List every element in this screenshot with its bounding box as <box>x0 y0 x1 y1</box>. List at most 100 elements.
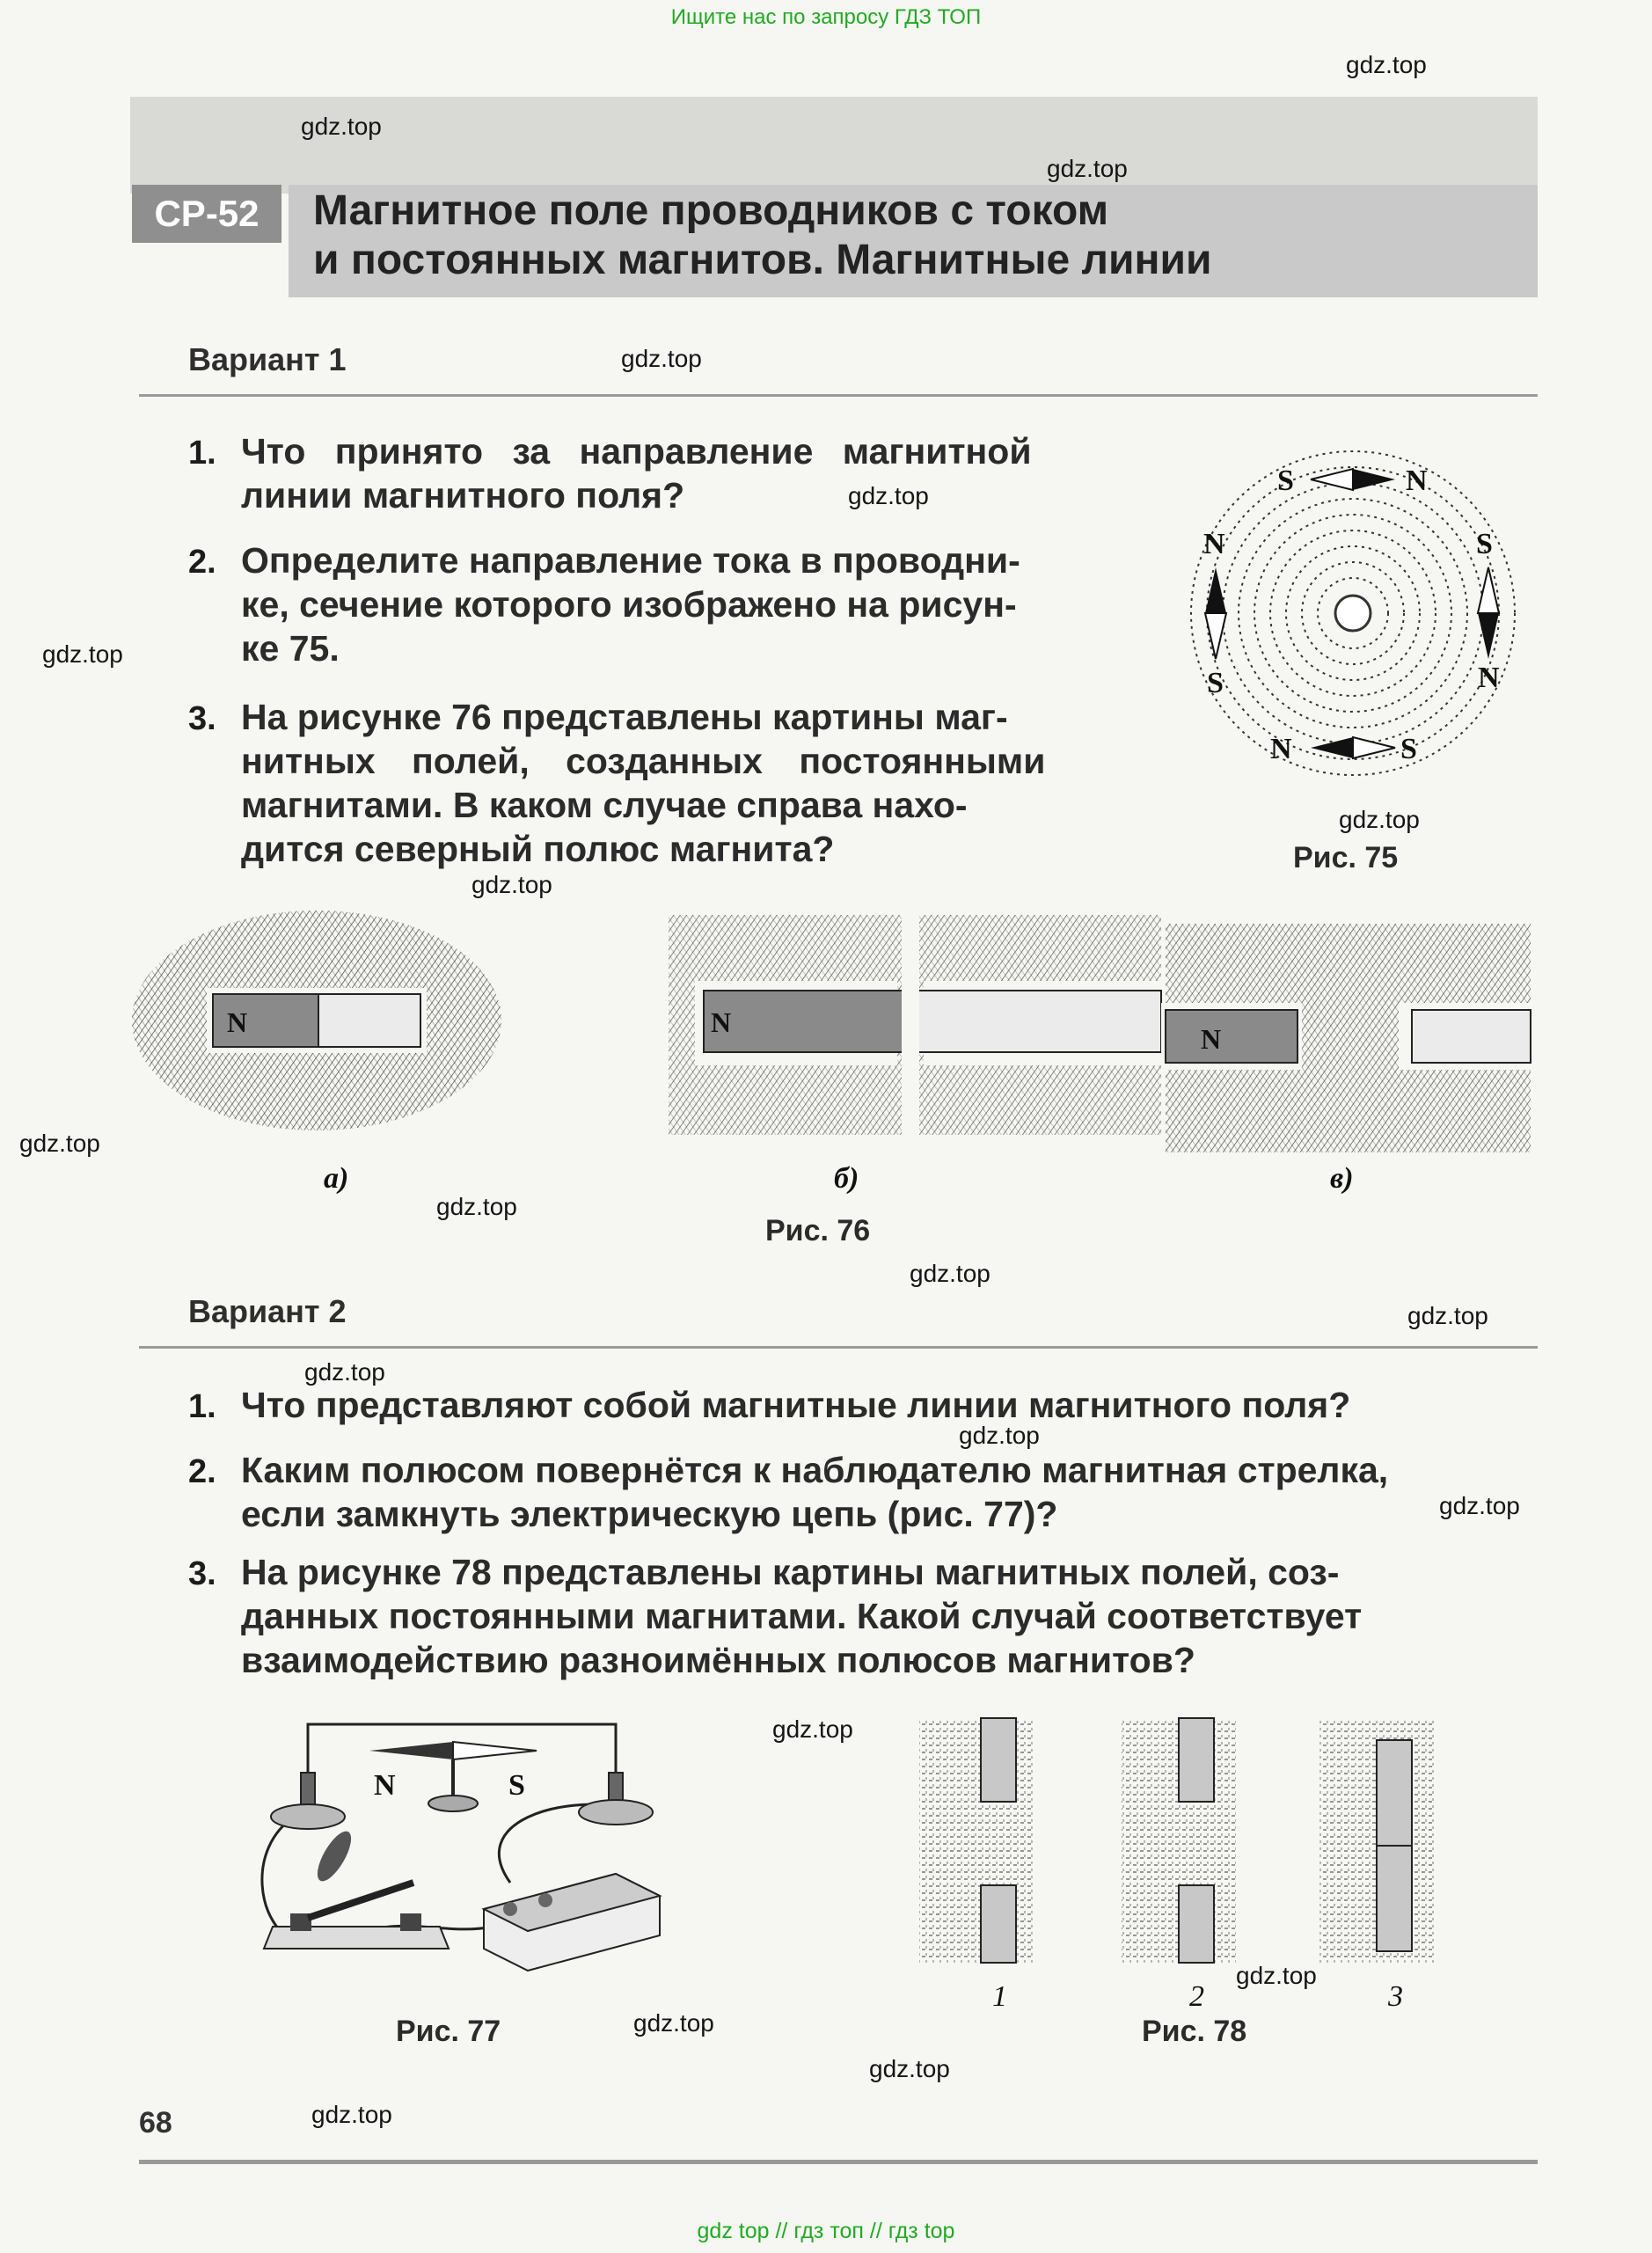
needle-top-s <box>1310 467 1354 492</box>
magnet-label: N <box>711 1006 731 1038</box>
v1-q1-number: 1. <box>188 435 216 472</box>
v1-q2-line: ке, сечение которого изображено на рисун… <box>241 584 1017 625</box>
needle-bottom-n <box>1311 737 1353 758</box>
v1-q2-line: ке 75. <box>241 628 340 669</box>
conductor-cross-section <box>1334 594 1372 633</box>
v2-q1-number: 1. <box>188 1388 216 1425</box>
fig75-label: N <box>1478 662 1500 694</box>
v1-q1-line: Что принято за направление магнитной <box>241 431 1032 472</box>
watermark: gdz.top <box>869 2055 950 2082</box>
v1-q2-line: Определите направление тока в проводни- <box>241 540 1020 581</box>
needle-label-n: N <box>374 1769 396 1802</box>
needle-right-s <box>1476 567 1501 614</box>
watermark: gdz.top <box>621 345 702 372</box>
page-title-line-2: и постоянных магнитов. Магнитные линии <box>313 237 1212 283</box>
fig76-a: N <box>132 911 501 1130</box>
watermark: gdz.top <box>772 1715 853 1743</box>
title-box <box>289 185 1538 297</box>
variant-2-rule <box>139 1346 1538 1349</box>
needle-right-n <box>1478 613 1499 659</box>
fig77-caption: Рис. 77 <box>396 2015 501 2048</box>
watermark: gdz.top <box>311 2101 392 2128</box>
fig76-caption: Рис. 76 <box>765 1214 871 1247</box>
fig75-label: N <box>1203 528 1225 560</box>
fig76-b: N <box>669 915 1162 1135</box>
fig75-label: S <box>1476 528 1493 560</box>
v1-q3-line: магнитами. В каком случае справа нахо- <box>241 785 968 825</box>
fig78-case-1 <box>919 1717 1034 1964</box>
watermark: gdz.top <box>1346 51 1427 78</box>
figure-75: S N N S S N N S <box>1190 450 1516 776</box>
variant-2-title: Вариант 2 <box>188 1293 347 1329</box>
magnet-right <box>914 990 1162 1053</box>
v2-q3-line: данных постоянными магнитами. Какой случ… <box>241 1596 1363 1636</box>
variant-1-title: Вариант 1 <box>188 341 347 377</box>
magnet-label: N <box>1201 1023 1221 1055</box>
figure-76: N N N а) б) в) <box>132 911 1531 1195</box>
figure-77: N S <box>260 1723 662 1972</box>
watermark: gdz.top <box>959 1422 1040 1449</box>
fig78-label-2: 2 <box>1189 1980 1204 2013</box>
fig76-label-v: в) <box>1330 1162 1354 1195</box>
fig78-case-3 <box>1319 1718 1434 1963</box>
fig75-label: S <box>1277 464 1294 497</box>
watermark: gdz.top <box>1407 1302 1488 1329</box>
watermark: gdz.top <box>1047 155 1128 182</box>
watermark: gdz.top <box>19 1130 100 1157</box>
v1-q3-line: дится северный полюс магнита? <box>241 829 835 869</box>
watermark: gdz.top <box>1236 1962 1317 1989</box>
v2-q2-text: Каким полюсом повернётся к наблюдателю м… <box>241 1448 1388 1536</box>
fig75-label: N <box>1270 733 1292 765</box>
switch <box>262 1831 450 1949</box>
watermark: gdz.top <box>301 113 382 140</box>
right-stand <box>578 1772 654 1825</box>
needle-label-s: S <box>508 1769 525 1802</box>
wire-top <box>306 1723 618 1777</box>
fig78-label-1: 1 <box>992 1980 1007 2013</box>
fig76-v: N <box>1161 924 1531 1152</box>
v1-q3-number: 3. <box>188 700 216 737</box>
needle-south <box>452 1740 537 1761</box>
magnet-right <box>1411 1009 1531 1064</box>
v2-q3-line: взаимодействию разноимённых полюсов магн… <box>241 1640 1195 1680</box>
v2-q3-text: На рисунке 78 представлены картины магни… <box>241 1550 1362 1682</box>
watermark: gdz.top <box>633 2009 714 2037</box>
v2-q3-line: На рисунке 78 представлены картины магни… <box>241 1552 1340 1592</box>
magnet-s-half <box>318 993 421 1048</box>
bottom-banner[interactable]: gdz top // гдз топ // гдз top <box>697 2219 955 2243</box>
v1-q3-line: На рисунке 76 представлены картины маг- <box>241 697 1008 737</box>
magnet-left <box>703 990 911 1053</box>
compass <box>369 1740 537 1812</box>
section-code-badge: СР-52 <box>132 185 281 243</box>
fig78-case-2 <box>1122 1717 1236 1964</box>
fig78-label-3: 3 <box>1387 1980 1403 2013</box>
needle-top-n <box>1353 469 1395 490</box>
page-title-line-1: Магнитное поле проводников с током <box>313 187 1109 234</box>
watermark: gdz.top <box>42 640 123 668</box>
v1-q1-line: линии магнитного поля? <box>241 475 685 516</box>
top-banner[interactable]: Ищите нас по запросу ГДЗ ТОП <box>670 5 982 29</box>
fig75-label: S <box>1400 733 1417 765</box>
left-stand <box>270 1772 346 1830</box>
watermark: gdz.top <box>1439 1492 1520 1519</box>
variant-1-rule <box>139 394 1538 397</box>
footer-rule <box>139 2160 1538 2164</box>
watermark: gdz.top <box>1339 806 1420 833</box>
fig76-label-b: б) <box>834 1162 859 1195</box>
v1-q3-text: На рисунке 76 представлены картины маг- … <box>241 695 1045 871</box>
fig75-caption: Рис. 75 <box>1293 841 1399 874</box>
v1-q3-line: нитных полей, созданных постоянными <box>241 741 1046 781</box>
v2-q2-number: 2. <box>188 1453 216 1490</box>
v1-q2-text: Определите направление тока в проводни- … <box>241 538 1020 670</box>
needle-left-n <box>1205 567 1226 613</box>
figure-78: 1 2 3 <box>919 1717 1434 2013</box>
needle-bottom-s <box>1352 735 1396 760</box>
watermark: gdz.top <box>471 871 552 898</box>
header-background <box>130 97 1538 194</box>
v2-q3-number: 3. <box>188 1555 216 1592</box>
needle-left-s <box>1203 612 1228 660</box>
magnet-left <box>1165 1009 1298 1064</box>
watermark: gdz.top <box>436 1193 517 1220</box>
v2-q2-line: если замкнуть электрическую цепь (рис. 7… <box>241 1494 1058 1534</box>
magnet-n-half <box>212 993 319 1048</box>
